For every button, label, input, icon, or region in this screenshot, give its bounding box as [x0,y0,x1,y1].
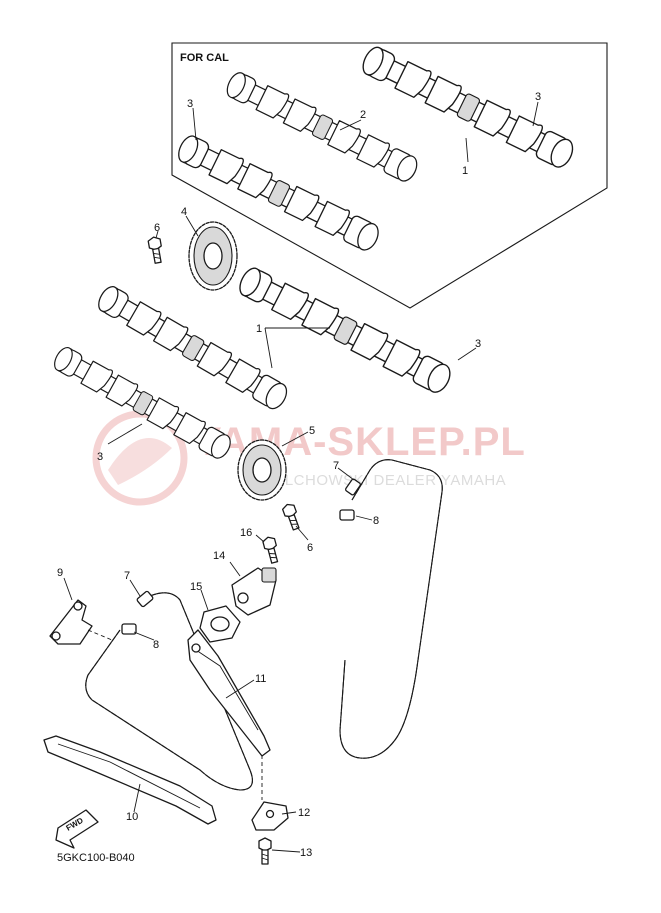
for-cal-label: FOR CAL [180,52,229,64]
timing-chain-left-inner [85,592,253,791]
chain-guide-9 [49,599,113,645]
callout-3-main-left: 3 [97,451,103,463]
callout-14: 14 [213,550,225,562]
callout-6-upper: 6 [154,222,160,234]
callout-13: 13 [300,847,312,859]
callout-4: 4 [181,206,187,218]
callout-2: 2 [360,109,366,121]
callout-5: 5 [309,425,315,437]
callouts: 2 3 3 1 4 6 1 3 3 5 7 8 6 16 14 15 7 8 9… [57,91,541,859]
guide-bracket-12 [251,801,289,831]
timing-chain-right-inner [339,459,443,759]
callout-3-cal-left: 3 [187,98,193,110]
chain-guide-10 [43,735,217,825]
watermark-logo-mark [108,437,172,485]
callout-16: 16 [240,527,252,539]
leader-lines [63,101,539,853]
callout-8-upper: 8 [373,515,379,527]
tensioner-gasket-15 [199,605,241,643]
sprocket-bolt-6-lower [280,501,303,532]
callout-1-main: 1 [256,323,262,335]
timing-chain-right [339,459,443,759]
fwd-arrow-icon: FWD [55,809,99,849]
chain-link-lower [121,590,154,635]
sprocket-bolt-6-upper [147,235,165,265]
bolt-16 [261,535,282,565]
callout-7-lower: 7 [124,570,130,582]
callout-15: 15 [190,581,202,593]
callout-1-cal: 1 [462,165,468,177]
tensioner-guide-11 [187,629,271,800]
callout-11: 11 [255,673,266,685]
for-cal-frame [171,42,608,309]
callout-6-lower: 6 [307,542,313,554]
bolt-13 [258,837,272,865]
callout-3-cal-right: 3 [535,91,541,103]
chain-link-upper [339,478,361,521]
callout-7-upper: 7 [333,460,339,472]
chain-tensioner-14 [231,567,277,616]
callout-8-lower: 8 [153,639,159,651]
callout-10: 10 [126,811,138,823]
cam-sprocket-5 [237,439,287,501]
callout-12: 12 [298,807,310,819]
cam-sprocket-4 [188,221,238,291]
callout-3-main-right: 3 [475,338,481,350]
diagram-code: 5GKC100-B040 [57,852,135,864]
watermark-subtitle: WOLCHOWSKI DEALER YAMAHA [258,472,506,489]
for-cal-group: FOR CAL [171,42,608,309]
callout-9: 9 [57,567,63,579]
